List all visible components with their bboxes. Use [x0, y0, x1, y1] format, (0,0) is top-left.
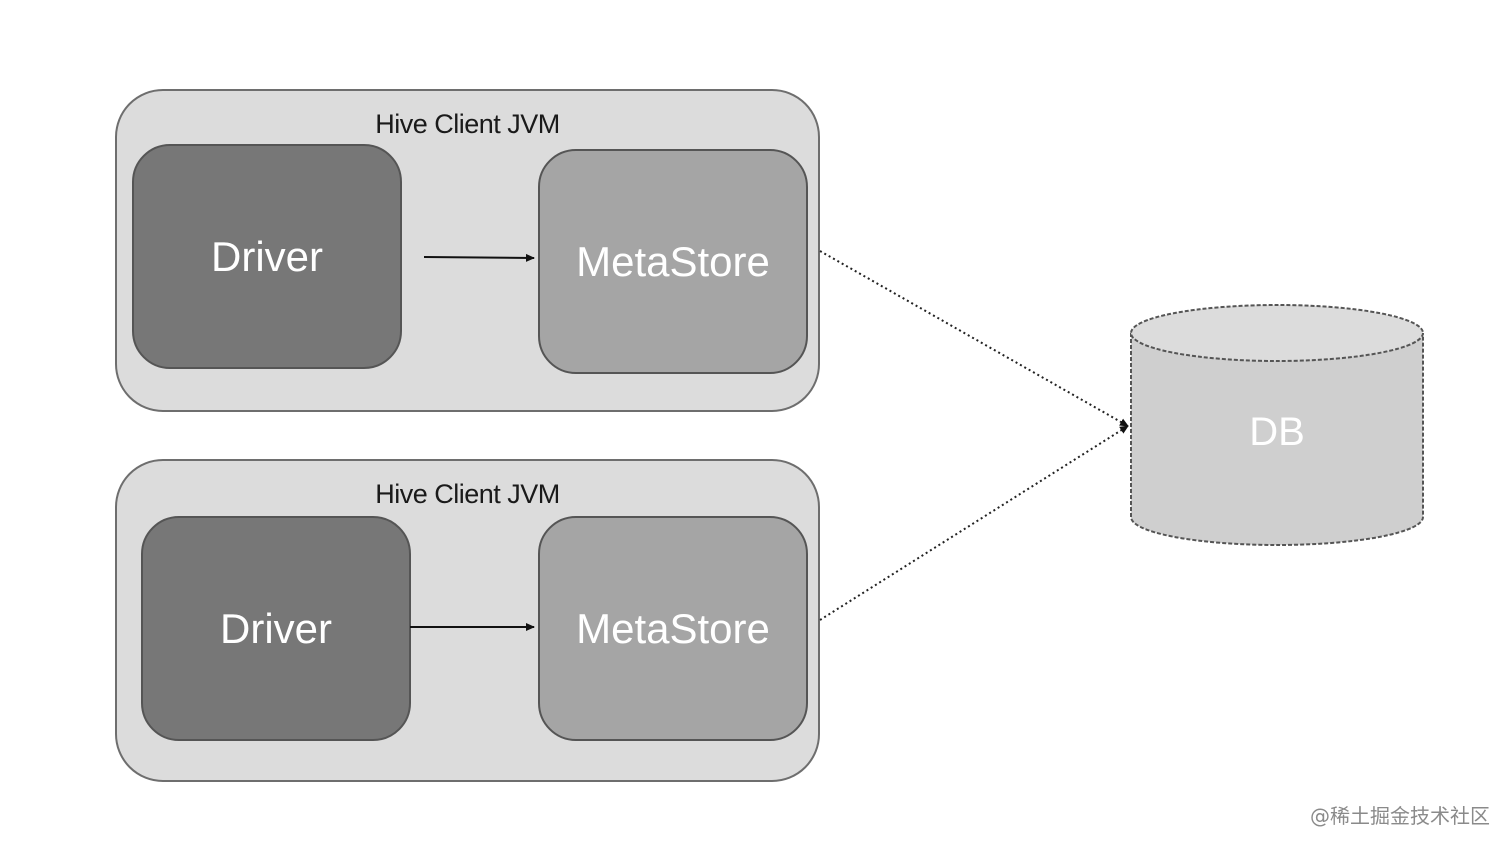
- jvm-label: Hive Client JVM: [375, 479, 560, 509]
- driver-box: Driver: [141, 516, 411, 741]
- driver-box: Driver: [132, 144, 402, 369]
- db-cylinder: [1130, 304, 1424, 546]
- driver-to-metastore-arrow-top: [423, 253, 535, 262]
- metastore-to-db-connector-top: [819, 250, 1129, 427]
- driver-label: Driver: [220, 604, 332, 652]
- hive-client-jvm-top: Hive Client JVM Driver MetaStore: [115, 89, 820, 412]
- metastore-label: MetaStore: [576, 604, 770, 652]
- metastore-to-db-connector-bottom: [819, 425, 1129, 621]
- metastore-label: MetaStore: [576, 237, 770, 285]
- metastore-box: MetaStore: [538, 149, 808, 374]
- driver-label: Driver: [211, 232, 323, 280]
- db-label: DB: [1249, 410, 1305, 454]
- watermark: @稀土掘金技术社区: [1310, 804, 1490, 828]
- jvm-label: Hive Client JVM: [375, 109, 560, 139]
- hive-client-jvm-bottom: Hive Client JVM Driver MetaStore: [115, 459, 820, 782]
- metastore-box: MetaStore: [538, 516, 808, 741]
